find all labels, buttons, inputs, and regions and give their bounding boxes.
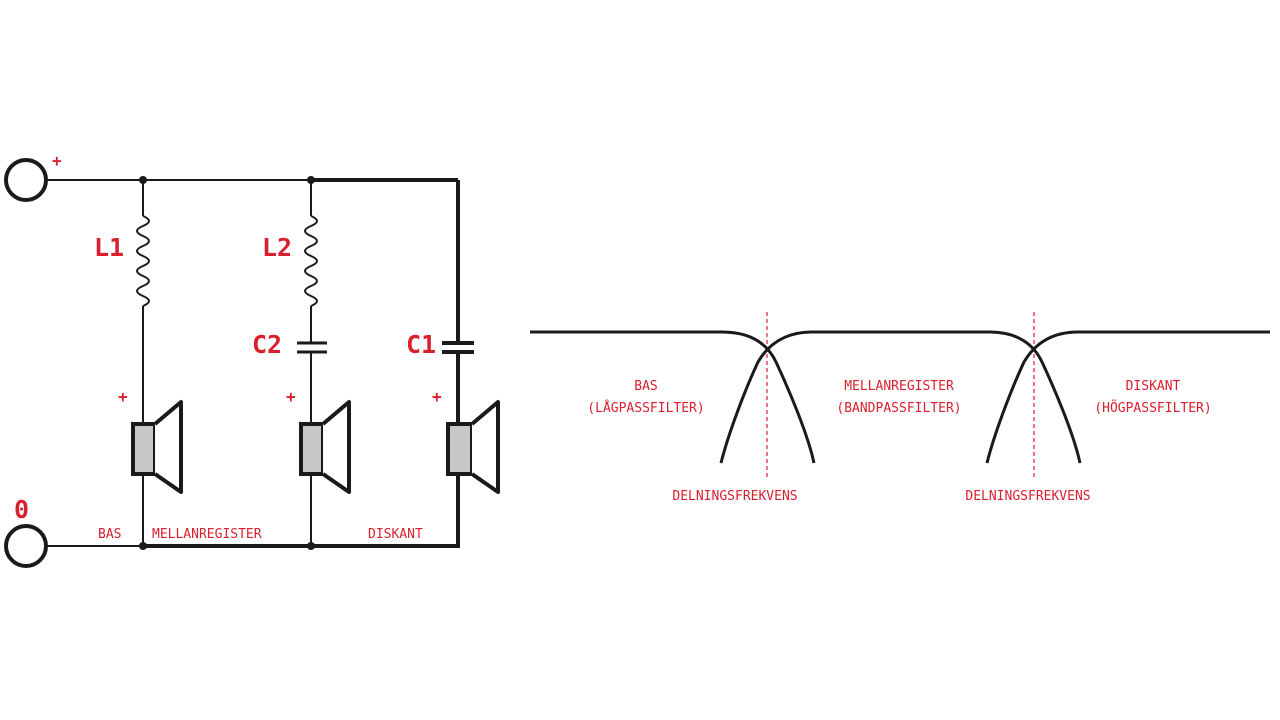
band-bas-filter: (LÅGPASSFILTER)	[587, 400, 704, 416]
midrange-polarity: +	[286, 387, 296, 406]
frequency-response: BAS (LÅGPASSFILTER) MELLANREGISTER (BAND…	[530, 312, 1270, 504]
tweeter-polarity: +	[432, 387, 442, 406]
woofer-polarity: +	[118, 387, 128, 406]
capacitor-c2	[297, 341, 327, 354]
terminal-plus-label: +	[52, 151, 62, 170]
circuit-schematic: + 0 L1 +	[4, 151, 500, 568]
crossover-label-2: DELNINGSFREKVENS	[965, 489, 1090, 504]
lowpass-curve	[530, 330, 816, 464]
crossover-label-1: DELNINGSFREKVENS	[672, 489, 797, 504]
inductor-l1-label: L1	[94, 233, 124, 262]
inductor-l1	[136, 215, 150, 307]
inductor-l2-label: L2	[262, 233, 292, 262]
bottom-label-bas: BAS	[98, 527, 121, 542]
band-mellan-name: MELLANREGISTER	[844, 379, 954, 394]
terminal-zero	[4, 524, 48, 568]
terminal-plus	[4, 158, 48, 202]
capacitor-c2-label: C2	[252, 330, 282, 359]
bottom-label-mellanregister: MELLANREGISTER	[152, 527, 262, 542]
highpass-curve	[985, 330, 1270, 464]
band-diskant-filter: (HÖGPASSFILTER)	[1094, 399, 1211, 416]
bandpass-curve	[719, 330, 1082, 464]
inductor-l2	[304, 215, 318, 307]
terminal-zero-label: 0	[14, 495, 29, 524]
capacitor-c1	[442, 341, 474, 354]
tweeter-speaker	[446, 400, 500, 494]
band-mellan-filter: (BANDPASSFILTER)	[836, 401, 961, 416]
band-bas-name: BAS	[634, 379, 657, 394]
bottom-label-diskant: DISKANT	[368, 527, 423, 542]
capacitor-c1-label: C1	[406, 330, 436, 359]
woofer-speaker	[131, 400, 183, 494]
band-diskant-name: DISKANT	[1126, 379, 1181, 394]
midrange-speaker	[299, 400, 351, 494]
